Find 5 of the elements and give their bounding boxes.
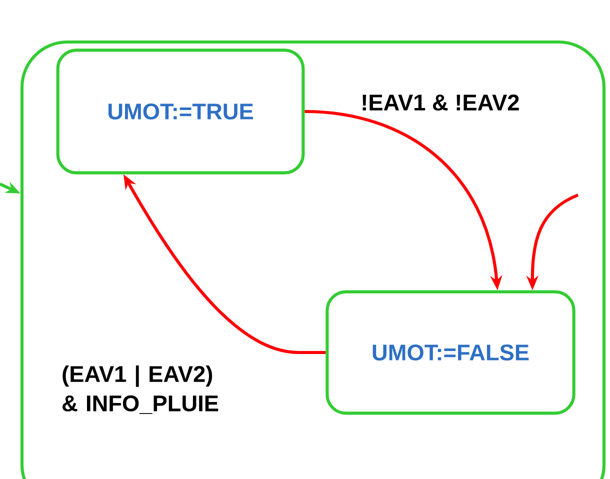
composite-state-box <box>20 40 606 479</box>
state-box: UMOT:=FALSE <box>326 290 576 415</box>
edge-label: !EAV1 & !EAV2 <box>358 92 522 114</box>
state-box: UMOT:=TRUE <box>56 48 305 174</box>
edge-label: (EAV1 | EAV2) & INFO_PLUIE <box>58 362 230 417</box>
